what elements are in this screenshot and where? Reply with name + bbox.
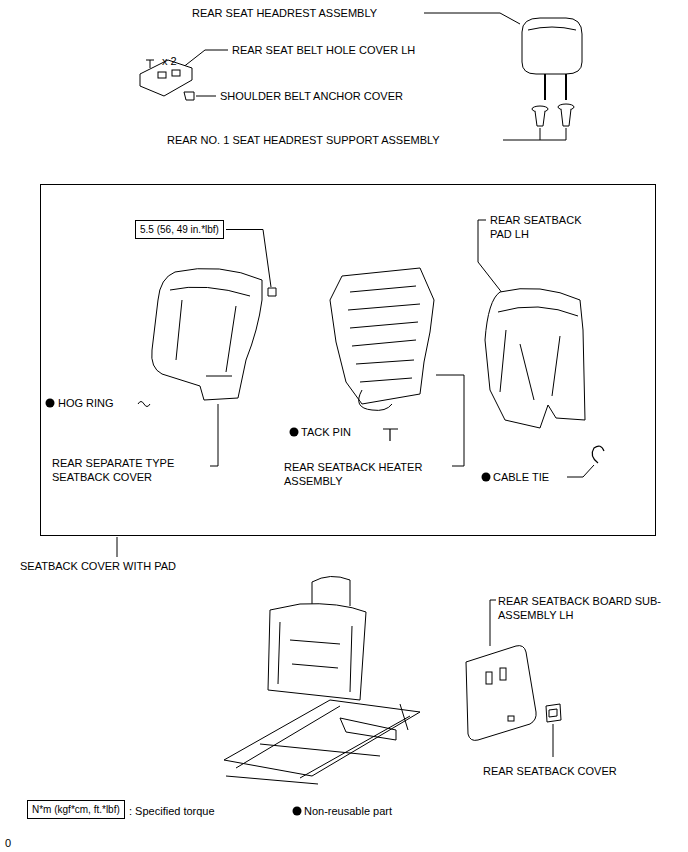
spec-value: 5.5 (56, 49 in.*lbf) [140,223,219,236]
seatback-cover [152,268,262,400]
leader-lines [436,375,464,466]
seat-frame [236,706,410,778]
seat-frame [226,704,408,784]
seatback-pad [498,307,578,400]
belt-hole-cover [184,92,194,100]
part-name: REAR SEAT BELT HOLE COVER LH [232,43,415,57]
seatback-pad [485,288,585,428]
part-name: REAR SEATBACK BOARD SUB-ASSEMBLY LH [498,594,680,622]
seatback-heater [359,390,392,410]
seatback-board [508,716,514,721]
seatback-board [486,672,492,684]
leader-lines [553,724,554,757]
cable-tie [592,446,604,463]
belt-hole-cover [172,70,180,76]
seat-frame [312,576,350,606]
seatback-cover [152,268,276,400]
part-name: REAR SEATBACK COVER [483,764,617,778]
group-heading: SEATBACK COVER WITH PAD [20,559,176,573]
cable-tie [592,446,604,463]
seatback-pad [485,288,585,428]
part-name: REAR SEAT HEADREST ASSEMBLY [192,6,377,20]
headrest-supports [561,109,571,126]
tack-pin [383,429,398,441]
seatback-board [500,668,506,680]
seatback-cover-small [549,709,557,717]
seatback-cover-small [546,704,561,722]
non-reusable-dots [290,428,299,437]
headrest [522,18,582,100]
seat-frame [224,576,420,784]
leader-line [226,230,271,288]
leader-lines [117,537,118,557]
spec-value: N*m (kgf*cm, ft.*lbf) [32,803,120,816]
part-name: TACK PIN [301,425,351,439]
hog-ring [138,402,150,407]
non-reusable-dots [46,399,55,408]
torque-box: N*m (kgf*cm, ft.*lbf) [27,800,125,819]
non-reusable-dots [46,399,491,816]
figure-id: 0 [5,836,11,850]
part-name: HOG RING [58,396,114,410]
seatback-board [466,646,536,741]
part-name: REAR SEATBACK HEATER ASSEMBLY [284,460,444,488]
leader-lines [503,128,566,140]
seat-frame [278,622,352,692]
hog-ring [138,402,150,407]
tack-pin [383,429,398,441]
part-name: REAR NO. 1 SEAT HEADREST SUPPORT ASSEMBL… [167,133,440,147]
seatback-heater [330,268,434,410]
leader-lines [424,13,520,24]
headrest-supports [535,111,545,126]
seatback-cover [268,288,276,296]
leader-lines [210,404,218,466]
part-name: REAR SEPARATE TYPE SEATBACK COVER [52,456,184,484]
headrest [545,74,566,100]
legend-text: : Specified torque [129,804,215,818]
seatback-cover-small [546,704,561,722]
seat-frame [268,604,366,700]
part-name: CABLE TIE [493,470,549,484]
belt-hole-cover [158,72,166,78]
seatback-board [466,646,536,741]
seatback-heater [330,268,434,404]
non-reusable-dots [482,473,491,482]
torque-box: 5.5 (56, 49 in.*lbf) [135,220,224,239]
leader-lines [117,13,594,757]
part-name: SHOULDER BELT ANCHOR COVER [220,89,403,103]
non-reusable-dots [293,807,302,816]
leader-lines [490,600,496,646]
quantity-note: x 2 [162,54,177,68]
leader-lines [182,50,228,68]
part-name: REAR SEATBACK PAD LH [490,213,590,241]
leader-lines [567,465,594,477]
belt-hole-cover [146,60,154,68]
seatback-heater [348,286,420,382]
legend-text: Non-reusable part [304,804,392,818]
headrest-supports [532,104,574,126]
seat-frame [224,700,420,776]
leader-lines [196,96,216,97]
seatback-cover [170,287,250,376]
headrest [522,18,582,74]
headrest [528,27,576,30]
group-frame: SEATBACK COVER WITH PAD5.5 (56, 49 in.*l… [40,184,656,536]
